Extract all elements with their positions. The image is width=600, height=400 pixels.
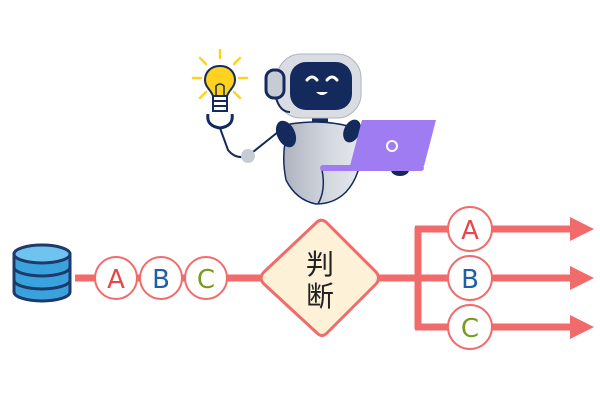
queue-item-b: B: [139, 256, 183, 300]
output-label-c: C: [461, 314, 479, 344]
robot-icon: [206, 53, 409, 205]
output-label-a: A: [461, 216, 479, 246]
output-item-a: A: [447, 206, 493, 252]
queue-label-a: A: [107, 265, 125, 295]
queue-label-c: C: [197, 265, 215, 295]
decision-label-line1: 判: [306, 248, 334, 281]
output-label-b: B: [461, 265, 479, 295]
queue-label-b: B: [152, 265, 170, 295]
queue-item-c: C: [184, 256, 228, 300]
database-icon: [12, 243, 72, 303]
lightbulb-icon: [191, 48, 249, 112]
laptop-icon: [320, 120, 436, 171]
output-item-c: C: [447, 304, 493, 350]
decision-label-line2: 断: [306, 280, 334, 313]
output-arrow-a: [415, 217, 594, 241]
output-arrow-b: [415, 266, 594, 290]
queue-item-a: A: [94, 256, 138, 300]
output-item-b: B: [447, 255, 493, 301]
decision-diamond: 判 断: [259, 218, 380, 337]
output-arrow-c: [415, 315, 594, 339]
